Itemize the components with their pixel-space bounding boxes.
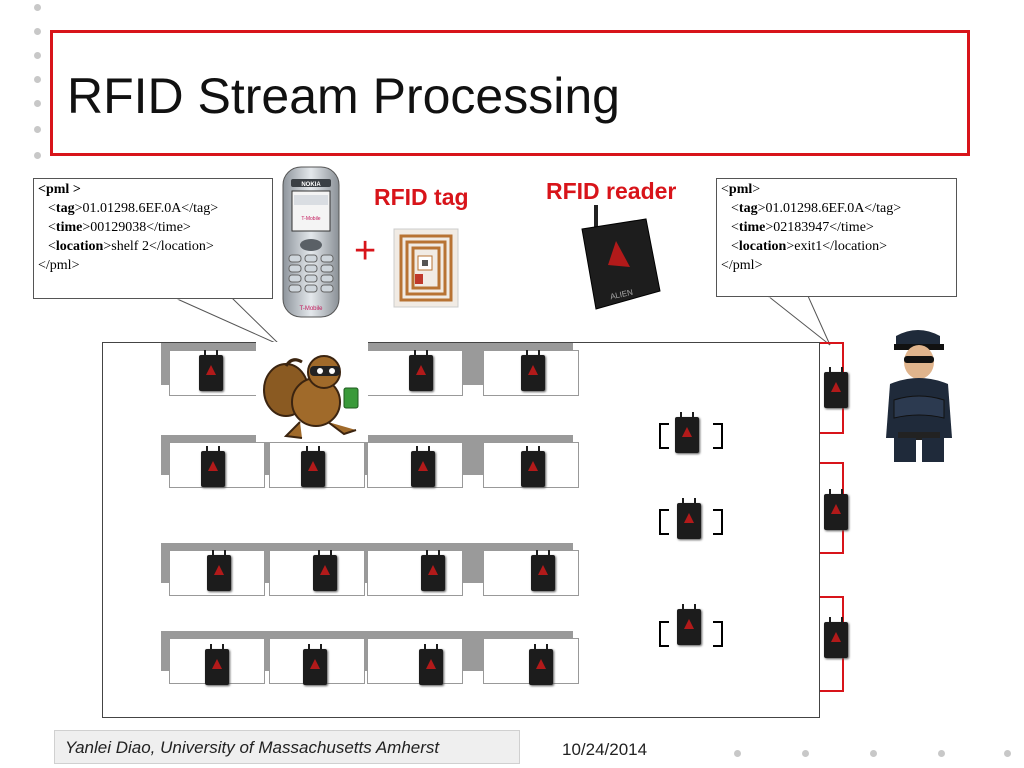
aisle-reader-icon (675, 412, 699, 453)
title-box: RFID Stream Processing (50, 30, 970, 156)
plus-sign: + (354, 230, 377, 272)
pml-tag-value: >01.01298.6EF.0A</tag> (74, 201, 219, 216)
pml-tag-word: tag (55, 201, 75, 216)
footer-date: 10/24/2014 (562, 740, 648, 759)
pml-open-gt: > (752, 182, 761, 197)
rfid-tag-label: RFID tag (374, 184, 469, 210)
shelf-reader-icon (421, 550, 445, 591)
pml-callout-right: <pml> <tag>01.01298.6EF.0A</tag> <time>0… (716, 178, 957, 297)
shelf-reader-icon (531, 550, 555, 591)
slide-title: RFID Stream Processing (67, 68, 620, 124)
pml-time-value: >02183947</time> (765, 220, 874, 235)
aisle-reader-icon (677, 498, 701, 539)
shelf-reader-icon (301, 446, 325, 487)
pml-time-word: time (738, 220, 766, 235)
cell-phone-icon: NOKIA T-Mobile T-Mobile (282, 166, 340, 318)
shelf-reader-icon (207, 550, 231, 591)
pml-location-value: >exit1</location> (786, 239, 888, 254)
pml-time-open: < (48, 220, 56, 235)
pml-location-value: >shelf 2</location> (103, 239, 214, 254)
shelf-reader-icon (205, 644, 229, 685)
pml-tag-value: >01.01298.6EF.0A</tag> (757, 201, 902, 216)
pml-time-word: time (55, 220, 83, 235)
aisle-bracket-right (713, 423, 723, 449)
shelf-reader-icon (303, 644, 327, 685)
phone-screen-text: T-Mobile (301, 216, 320, 222)
pml-location-open: < (48, 239, 56, 254)
pml-close: </pml> (38, 258, 80, 273)
pml-location-open: < (731, 239, 739, 254)
store-floor (102, 342, 820, 718)
aisle-bracket-left (659, 423, 669, 449)
pml-time-open: < (731, 220, 739, 235)
exit-reader-icon (824, 489, 848, 530)
pml-open: <pml > (38, 182, 81, 197)
shelf-cell (367, 550, 463, 596)
phone-brand: NOKIA (301, 182, 321, 188)
rfid-reader-label: RFID reader (546, 178, 677, 204)
security-guard-icon (886, 330, 952, 462)
aisle-bracket-right (713, 509, 723, 535)
exit-reader-icon (824, 367, 848, 408)
shelf-reader-icon (199, 350, 223, 391)
pml-callout-left: <pml > <tag>01.01298.6EF.0A</tag> <time>… (33, 178, 273, 299)
exit-reader-icon (824, 617, 848, 658)
rfid-tag-icon (393, 228, 459, 308)
thief-icon (256, 342, 368, 442)
shelf-reader-icon (521, 350, 545, 391)
pml-close: </pml> (721, 258, 763, 273)
shelf-reader-icon (201, 446, 225, 487)
pml-time-value: >00129038</time> (82, 220, 191, 235)
aisle-bracket-left (659, 509, 669, 535)
shelf-reader-icon (521, 446, 545, 487)
phone-bottom-text: T-Mobile (299, 306, 323, 312)
aisle-bracket-right (713, 621, 723, 647)
pml-tag-open: < (731, 201, 739, 216)
shelf-reader-icon (419, 644, 443, 685)
shelf-reader-icon (313, 550, 337, 591)
pml-location-word: location (55, 239, 104, 254)
rfid-reader-icon: ALIEN (581, 205, 661, 310)
aisle-bracket-left (659, 621, 669, 647)
pml-open-lt: < (721, 182, 729, 197)
aisle-reader-icon (677, 604, 701, 645)
pml-tag-word: tag (738, 201, 758, 216)
shelf-cell (367, 638, 463, 684)
footer-author-box: Yanlei Diao, University of Massachusetts… (54, 730, 520, 764)
pml-location-word: location (738, 239, 787, 254)
pml-tag-open: < (48, 201, 56, 216)
shelf-reader-icon (409, 350, 433, 391)
shelf-reader-icon (529, 644, 553, 685)
shelf-reader-icon (411, 446, 435, 487)
footer-author: Yanlei Diao, University of Massachusetts… (65, 738, 440, 757)
pml-open-word: pml (728, 182, 753, 197)
